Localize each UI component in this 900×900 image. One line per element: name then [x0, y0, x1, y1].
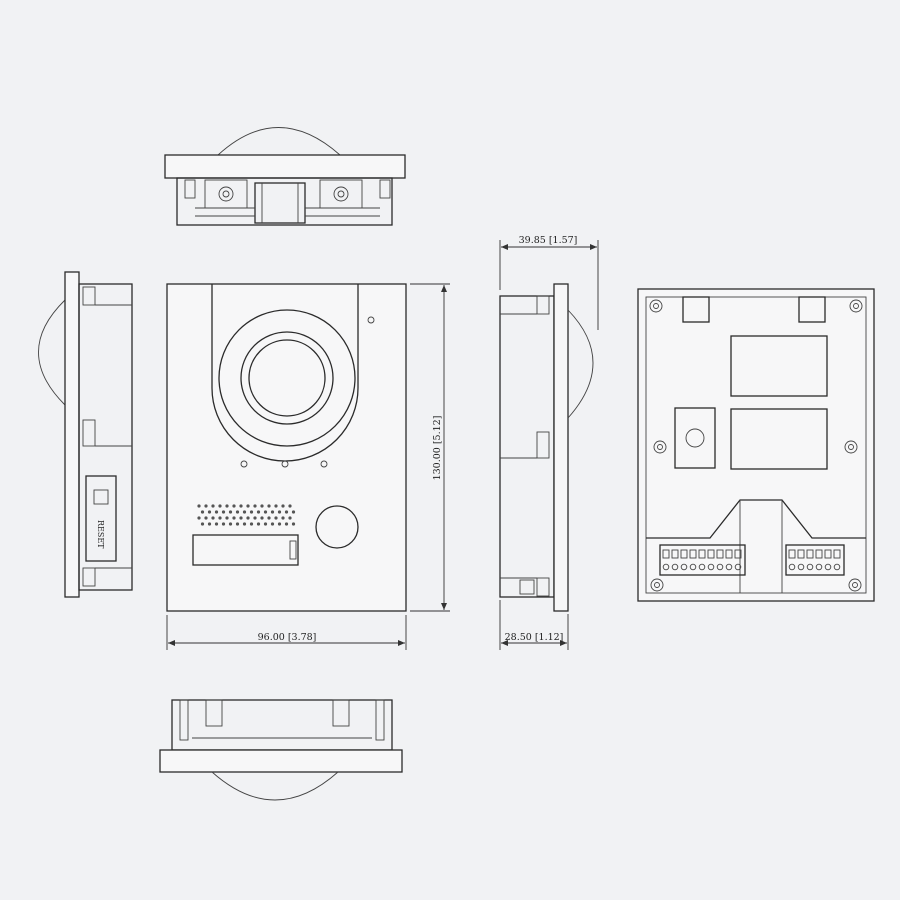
left-view-camera-dome	[38, 299, 66, 406]
rear-terminal-housing	[646, 499, 866, 539]
top-view-camera-dome	[217, 127, 341, 156]
light-sensor	[367, 316, 375, 324]
indicator-led-2	[281, 460, 289, 468]
height-dimension: 130.00 [5.12]	[432, 416, 443, 481]
rear-cable-entry	[674, 407, 716, 469]
left-side-view: RESET	[38, 271, 133, 598]
top-view	[164, 127, 406, 226]
top-view-mount-left	[204, 179, 248, 209]
reset-button[interactable]	[93, 489, 109, 505]
front-dimensions: 96.00 [3.78] 130.00 [5.12]	[166, 283, 450, 650]
terminal-block-left	[659, 544, 746, 576]
bottom-view-camera-dome	[211, 771, 339, 801]
indicator-led-3	[320, 460, 328, 468]
top-view-front-plate	[164, 154, 406, 179]
top-view-connector	[254, 182, 306, 224]
right-view-camera-dome	[567, 309, 594, 419]
top-view-mount-right	[319, 179, 363, 209]
camera-lens	[248, 339, 326, 417]
indicator-led-1	[240, 460, 248, 468]
right-side-view	[499, 283, 594, 612]
rear-clip-right	[798, 296, 826, 323]
front-view	[166, 283, 407, 612]
right-view-front-plate	[553, 283, 569, 612]
terminal-block-right	[785, 544, 845, 576]
left-view-body	[78, 283, 133, 591]
right-view-body	[499, 295, 555, 598]
top-view-body	[176, 177, 393, 226]
bottom-view	[159, 699, 403, 801]
speaker-grille	[197, 504, 296, 526]
bottom-view-front-plate	[159, 749, 403, 773]
call-button[interactable]	[315, 505, 359, 549]
rear-view	[637, 288, 875, 602]
camera-lens-outer	[218, 309, 356, 447]
rear-label-area-1	[730, 335, 828, 397]
side-dimensions: 39.85 [1.57] 28.50 [1.12]	[499, 235, 599, 650]
rear-clip-left	[682, 296, 710, 323]
camera-lens-ring	[240, 331, 334, 425]
rear-label-area-2	[730, 408, 828, 470]
left-view-front-plate	[64, 271, 80, 598]
depth-total-dimension: 39.85 [1.57]	[519, 235, 578, 246]
front-panel-outline	[166, 283, 407, 612]
rear-view-outline	[637, 288, 875, 602]
name-plate	[192, 534, 299, 566]
bottom-view-body	[171, 699, 393, 751]
reset-panel	[85, 475, 117, 562]
width-dimension: 96.00 [3.78]	[258, 632, 317, 643]
depth-body-dimension: 28.50 [1.12]	[505, 632, 564, 643]
reset-label: RESET	[96, 520, 105, 549]
